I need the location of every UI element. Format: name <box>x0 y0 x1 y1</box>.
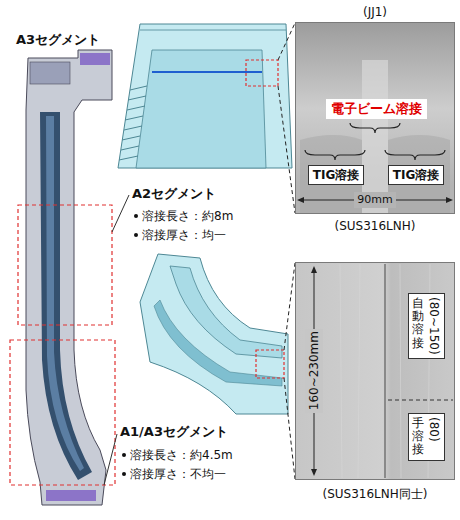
leader-line <box>112 195 129 232</box>
material-caption: (SUS316LNH) <box>335 218 416 234</box>
detail-box <box>246 60 278 86</box>
bullet-dot <box>134 233 138 237</box>
weld-line <box>152 71 262 73</box>
vertical-text: 自動溶接 <box>412 297 424 350</box>
coil-top-block <box>30 62 70 84</box>
dimension-patch: 160~230mm <box>305 329 323 412</box>
coil-channel-inner <box>46 116 84 471</box>
arrow-head <box>446 197 453 203</box>
spec-text: 溶接長さ：約8m <box>142 208 233 224</box>
spec-text: 溶接長さ：約4.5m <box>130 447 233 463</box>
divider-line <box>388 400 453 401</box>
weld-method-label: 電子ビーム溶接 <box>326 99 427 119</box>
photo-frame: 160~230mm 自動溶接(80~150) 手溶接(80) <box>295 262 455 480</box>
weld-method-box: TIG溶接 <box>388 165 445 185</box>
vertical-text: 手溶接 <box>412 417 424 457</box>
segment-model <box>118 24 292 168</box>
photo-heading: (JJ1) <box>363 4 387 20</box>
zoom-line <box>278 23 295 60</box>
brace <box>305 150 365 160</box>
tig-zone <box>388 135 450 214</box>
coil-channel <box>40 112 92 480</box>
brace <box>385 150 445 160</box>
model-ribs <box>119 86 147 160</box>
weld-photo <box>295 22 455 214</box>
region-box <box>10 340 115 485</box>
model-edge <box>140 30 286 31</box>
leader-line <box>104 434 117 485</box>
part-label: A2セグメント <box>132 186 216 202</box>
rotated-text: (80~150) <box>427 297 441 355</box>
model-inner <box>136 50 266 168</box>
bullet-dot <box>122 453 126 457</box>
box-text: TIG溶接 <box>313 167 360 183</box>
brace <box>350 123 400 133</box>
weld-photo <box>295 262 455 480</box>
coil-case <box>26 50 112 505</box>
weld-zone <box>362 60 388 214</box>
zoom-line <box>284 378 295 479</box>
weld-method-box: 手溶接(80) <box>408 413 445 461</box>
part-label: A1/A3セグメント <box>120 424 228 440</box>
box-text: TIG溶接 <box>393 167 440 183</box>
bullet-dot <box>134 214 138 218</box>
weld-line <box>384 264 386 478</box>
dimension-label: 160~230mm <box>307 331 321 410</box>
zoom-line <box>278 86 295 213</box>
arrow-head <box>311 469 317 476</box>
weld-method-box: 自動溶接(80~150) <box>408 293 445 359</box>
model-inner <box>154 300 282 386</box>
arrow-head <box>297 197 304 203</box>
part-label: A3セグメント <box>16 32 100 48</box>
zoom-line <box>284 263 295 350</box>
dimension-label: 90mm <box>354 192 395 208</box>
spec-text: 溶接厚さ：均一 <box>142 227 226 243</box>
rotated-column: (80) <box>427 417 441 442</box>
spec-text: 溶接厚さ：不均一 <box>130 466 226 482</box>
bullet-dot <box>122 472 126 476</box>
rotated-column: (80~150) <box>427 297 441 355</box>
segment-model <box>140 254 288 414</box>
region-box <box>18 205 112 325</box>
weld-method-box: TIG溶接 <box>308 165 365 185</box>
photo-texture <box>340 264 430 478</box>
arrow-head <box>311 266 317 273</box>
rotated-text: (80) <box>427 417 441 442</box>
photo-frame: (JJ1)電子ビーム溶接TIG溶接TIG溶接 <box>295 22 455 214</box>
detail-box <box>256 350 284 378</box>
coil-bottom-block <box>46 490 96 501</box>
box-text: 電子ビーム溶接 <box>331 101 422 117</box>
coil-flange <box>80 53 110 65</box>
material-caption: (SUS316LNH同士) <box>323 486 428 502</box>
